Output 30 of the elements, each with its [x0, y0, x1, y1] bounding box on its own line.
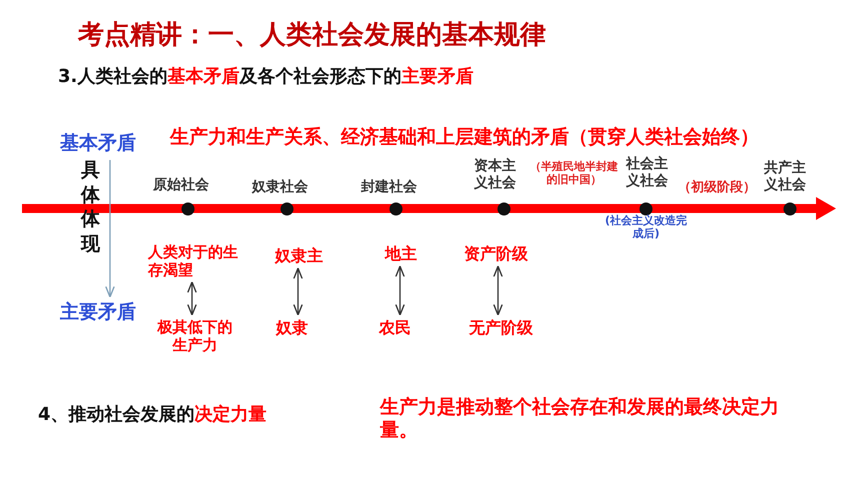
- society-label: 奴隶社会: [252, 179, 308, 196]
- term-label: 主要矛盾: [60, 301, 136, 324]
- arrow: [293, 268, 303, 316]
- arrow: [105, 160, 115, 298]
- society-label: 资本主义社会: [473, 158, 517, 192]
- class-label: 极其低下的生产力: [155, 318, 235, 354]
- class-label: 奴隶主: [275, 246, 323, 266]
- arrow: [395, 266, 405, 316]
- class-label: 无产阶级: [469, 318, 533, 338]
- arrow: [493, 266, 503, 316]
- slide-title: 考点精讲：一、人类社会发展的基本规律: [78, 20, 546, 52]
- term-label: 基本矛盾: [60, 132, 136, 155]
- society-label: 封建社会: [361, 179, 417, 196]
- class-label: 奴隶: [276, 318, 308, 338]
- note-text: （半殖民地半封建的旧中国）: [529, 160, 619, 186]
- subheading: 4、推动社会发展的决定力量: [38, 404, 267, 426]
- note-text: (社会主义改造完成后): [604, 214, 688, 240]
- class-label: 资产阶级: [464, 244, 528, 264]
- class-label: 人类对于的生存渴望: [148, 243, 244, 279]
- contradiction-text: 生产力和生产关系、经济基础和上层建筑的矛盾（贯穿人类社会始终）: [170, 126, 759, 149]
- society-label: 原始社会: [153, 177, 209, 194]
- note-text: （初级阶段）: [678, 180, 756, 196]
- class-label: 农民: [379, 318, 411, 338]
- conclusion-text: 生产力是推动整个社会存在和发展的最终决定力量。: [380, 396, 780, 442]
- vertical-text: 具体体现: [81, 158, 101, 257]
- class-label: 地主: [385, 244, 417, 264]
- society-label: 共产主义社会: [763, 160, 807, 194]
- subheading: 3.人类社会的基本矛盾及各个社会形态下的主要矛盾: [58, 66, 474, 88]
- arrow: [187, 281, 197, 316]
- society-label: 社会主义社会: [624, 156, 669, 190]
